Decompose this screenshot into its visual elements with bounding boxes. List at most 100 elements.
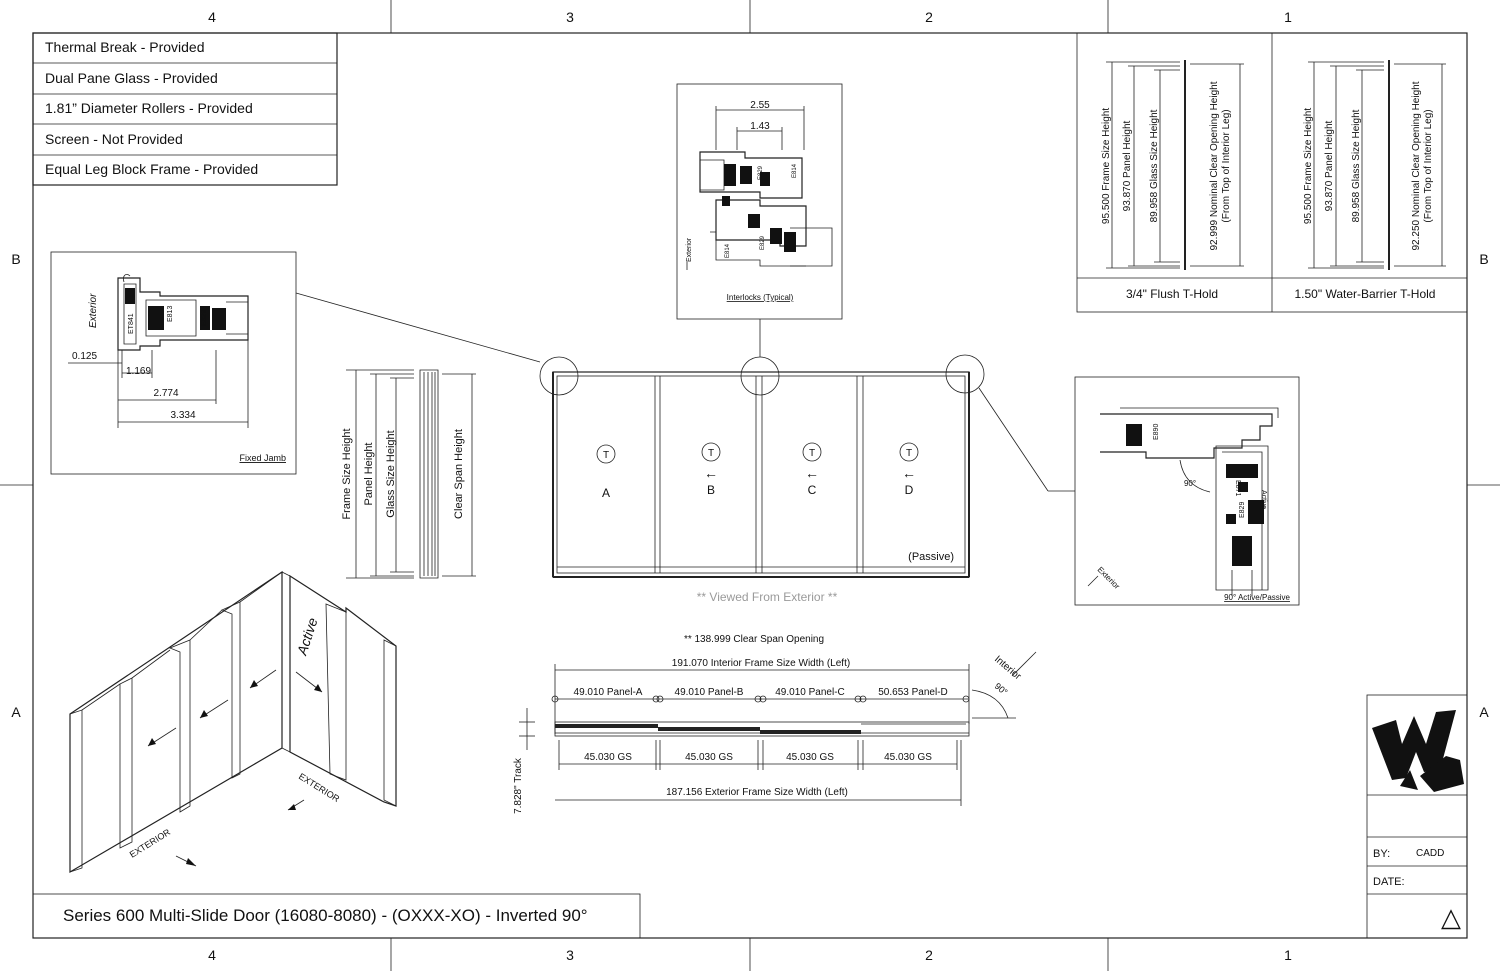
sill-label: 92.250 Nominal Clear Opening Height (1411, 81, 1422, 250)
panel-symbol: T (809, 448, 815, 459)
gs-label: 45.030 GS (685, 752, 733, 763)
interior-width-label: 191.070 Interior Frame Size Width (Left) (672, 658, 850, 669)
grid-col-label: 3 (566, 9, 574, 25)
part-label: E814 (792, 163, 798, 178)
grid-row-label: B (11, 251, 20, 267)
part-label: E890 (1153, 424, 1160, 440)
sill-label: 92.999 Nominal Clear Opening Height (1209, 81, 1220, 250)
plan-view: ** 138.999 Clear Span Opening 191.070 In… (513, 634, 1037, 814)
dim-label: 2.774 (153, 388, 178, 399)
grid-col-label: 3 (566, 947, 574, 963)
panel-width-label: 49.010 Panel-B (675, 687, 744, 698)
sill-caption: 1.50" Water-Barrier T-Hold (1295, 287, 1436, 301)
revision-triangle-icon: △ (1441, 902, 1461, 932)
sill-label: 95.500 Frame Size Height (1303, 108, 1314, 224)
exterior-label: Exterior (1096, 565, 1122, 591)
gs-label: 45.030 GS (584, 752, 632, 763)
sill-label: (From Top of Interior Leg) (1221, 109, 1232, 222)
sill-caption: 3/4" Flush T-Hold (1126, 287, 1218, 301)
part-label: E829 (760, 235, 766, 250)
interlocks-detail: 2.55 1.43 E814 E829 E814 E829 Exterior I… (676, 83, 843, 357)
panel-width-label: 49.010 Panel-C (775, 687, 845, 698)
isometric-view: Active EXTERIOR EXTERIOR (69, 570, 397, 874)
grid-row-label: A (11, 704, 21, 720)
dim-label: 1.43 (750, 121, 770, 132)
by-value: CADD (1416, 848, 1444, 859)
grid-col-label: 2 (925, 9, 933, 25)
grid-row-label: A (1479, 704, 1489, 720)
height-label: Frame Size Height (341, 428, 353, 519)
grid-row-label: B (1479, 251, 1488, 267)
height-label: Glass Size Height (385, 430, 397, 517)
detail-caption: Fixed Jamb (239, 453, 286, 463)
feature-row: Equal Leg Block Frame - Provided (45, 161, 258, 177)
panel-letter: B (707, 483, 715, 497)
feature-row: 1.81” Diameter Rollers - Provided (45, 100, 253, 116)
feature-row: Dual Pane Glass - Provided (45, 70, 218, 86)
sill-label: 93.870 Panel Height (1122, 120, 1133, 211)
dim-label: 3.334 (170, 410, 195, 421)
drawing-title: Series 600 Multi-Slide Door (16080-8080)… (63, 906, 588, 925)
part-label: Active (1260, 490, 1267, 509)
panel-arrow: ← (902, 465, 916, 481)
part-label: ET841 (128, 313, 135, 334)
panel-arrow: ← (805, 465, 819, 481)
sill-details: 95.500 Frame Size Height 93.870 Panel He… (1076, 32, 1468, 313)
sill-label: 89.958 Glass Size Height (1149, 109, 1160, 222)
sill-label: 89.958 Glass Size Height (1351, 109, 1362, 222)
title-block: BY: CADD DATE: △ (1366, 694, 1468, 939)
part-label: E813 (167, 306, 174, 322)
panel-symbol: T (708, 448, 714, 459)
part-label: E829 (1239, 502, 1246, 518)
gs-label: 45.030 GS (884, 752, 932, 763)
grid-labels: 4 3 2 1 4 3 2 1 B B A A (11, 9, 1489, 963)
exterior-width-label: 187.156 Exterior Frame Size Width (Left) (666, 787, 848, 798)
feature-row: Thermal Break - Provided (45, 39, 205, 55)
elevation-view: T T T T ← ← ← A B C D (Passive) ** Viewe… (539, 354, 1075, 604)
grid-col-label: 4 (208, 947, 216, 963)
panel-symbol: T (603, 450, 609, 461)
gs-label: 45.030 GS (786, 752, 834, 763)
active-label: Active (293, 616, 320, 658)
grid-col-label: 1 (1284, 947, 1292, 963)
angle-label: 90° (993, 681, 1010, 698)
viewed-from-exterior: ** Viewed From Exterior ** (697, 590, 838, 604)
panel-symbol: T (906, 448, 912, 459)
detail-caption: Interlocks (Typical) (727, 293, 794, 302)
angle-label: 90° (1184, 479, 1196, 488)
panel-letter: A (602, 486, 610, 500)
part-label: E871 (1234, 480, 1241, 496)
track-label: 7.828" Track (513, 757, 524, 814)
part-label: E829 (201, 310, 208, 326)
company-logo (1372, 710, 1464, 792)
sill-label: (From Top of Interior Leg) (1423, 109, 1434, 222)
exterior-label: Exterior (88, 293, 99, 328)
clear-span-label: ** 138.999 Clear Span Opening (684, 634, 824, 645)
drawing-title-box: Series 600 Multi-Slide Door (16080-8080)… (32, 893, 641, 939)
grid-col-label: 1 (1284, 9, 1292, 25)
dim-label: 2.55 (750, 100, 770, 111)
grid-col-label: 4 (208, 9, 216, 25)
grid-col-label: 2 (925, 947, 933, 963)
sill-label: 93.870 Panel Height (1324, 120, 1335, 211)
height-dimensions: Frame Size Height Panel Height Glass Siz… (341, 369, 476, 579)
height-label: Clear Span Height (453, 429, 465, 519)
panel-width-label: 50.653 Panel-D (878, 687, 948, 698)
features-table: Thermal Break - Provided Dual Pane Glass… (32, 32, 338, 186)
exterior-label: Exterior (686, 237, 693, 262)
panel-arrow: ← (704, 465, 718, 481)
panel-letter: C (808, 483, 817, 497)
passive-label: (Passive) (908, 551, 954, 563)
panel-width-label: 49.010 Panel-A (574, 687, 643, 698)
fixed-jamb-detail: ET841 E813 E829 Exterior 0.125 1.169 2.7… (50, 251, 541, 475)
interior-label: Interior (992, 654, 1023, 683)
part-label: E829 (758, 165, 764, 180)
corner-detail: 90° E890 E871 E829 Active Exterior 90° A… (1074, 376, 1300, 606)
date-label: DATE: (1373, 876, 1405, 888)
feature-row: Screen - Not Provided (45, 131, 183, 147)
panel-letter: D (905, 483, 914, 497)
dim-label: 1.169 (126, 366, 151, 377)
detail-caption: 90° Active/Passive (1224, 593, 1290, 602)
